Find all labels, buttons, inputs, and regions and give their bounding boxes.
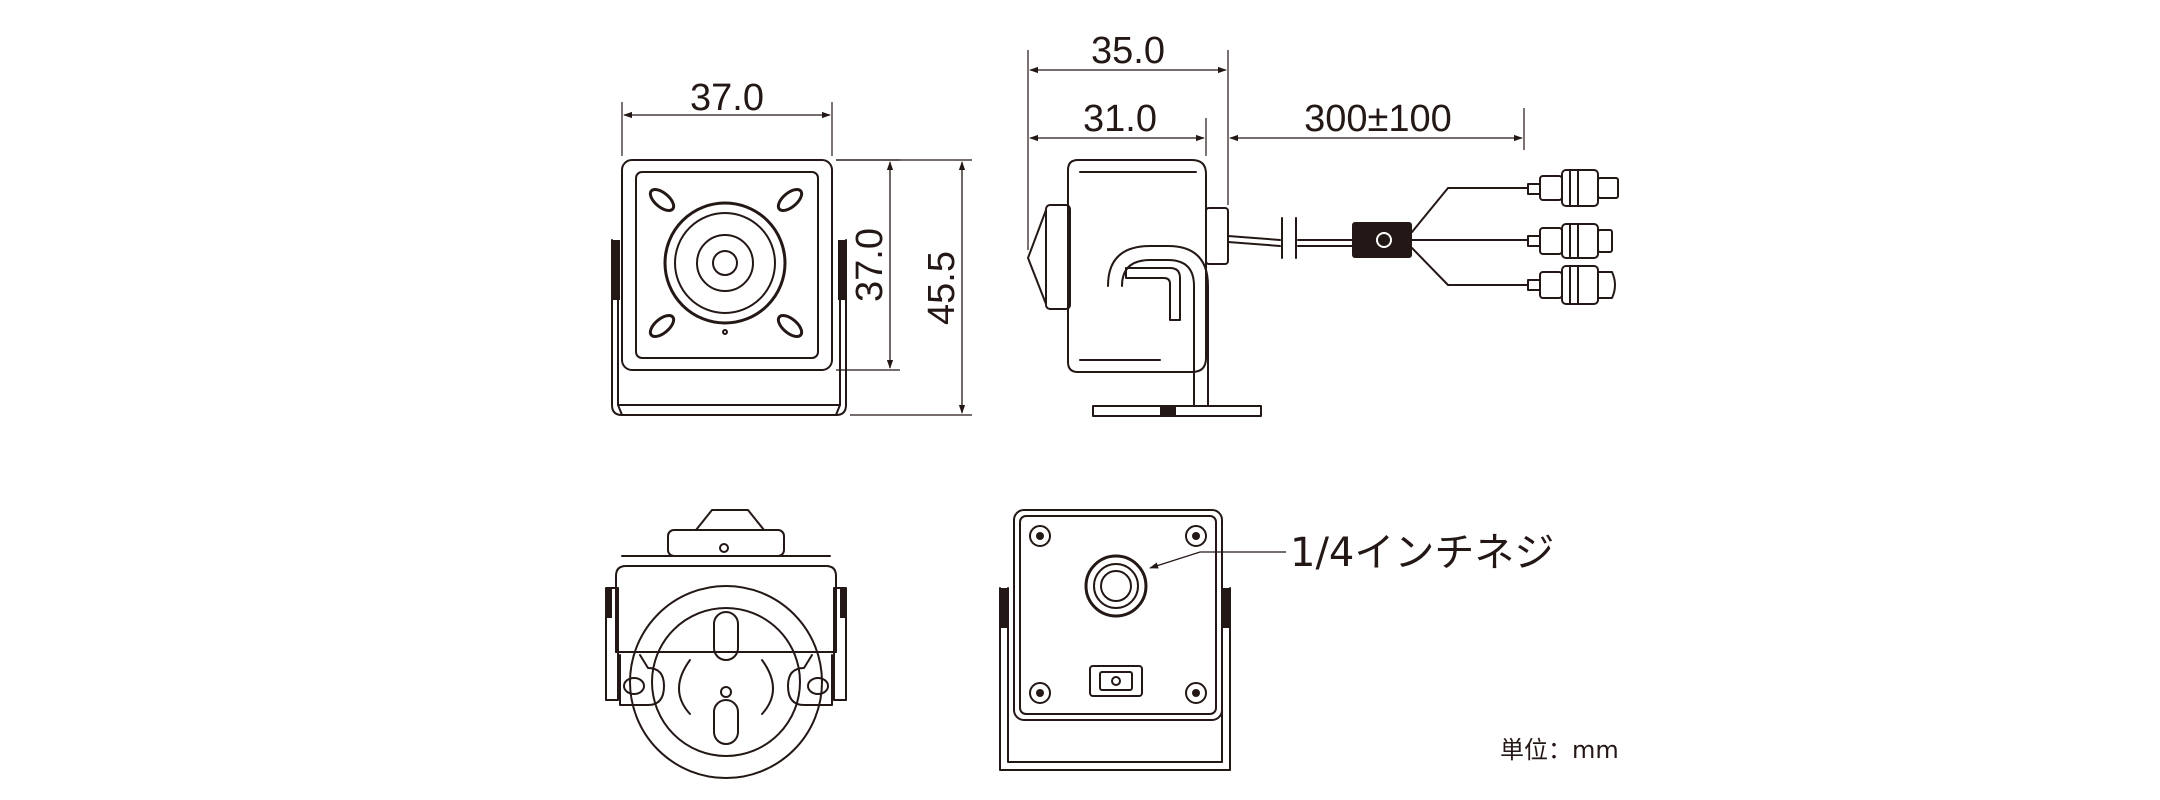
dim-side-total-depth: 35.0 (1091, 30, 1165, 72)
dim-front-width: 37.0 (690, 77, 764, 119)
back-switch-frame (1089, 665, 1143, 697)
rear-slot-top (713, 611, 739, 661)
rear-bracket-disc-outer (629, 585, 823, 779)
front-mic-hole (722, 329, 728, 335)
side-cable-1 (1227, 235, 1281, 241)
side-lens-cone (1027, 209, 1047, 305)
back-tripod-socket-outer (1084, 554, 1148, 618)
rear-bracket-ear-left (619, 654, 665, 706)
dim-front-total-height: 45.5 (921, 251, 963, 325)
back-tripod-socket-inner (1100, 570, 1132, 602)
leader-screw-mount (1149, 551, 1286, 569)
front-lens-pinhole (712, 250, 738, 276)
front-ir-led-top-left (648, 188, 676, 212)
side-base-weld (1160, 406, 1176, 416)
side-bracket-slot (1125, 267, 1181, 321)
side-cable-gland (1205, 207, 1229, 265)
label-screw-mount: 1/4インチネジ (1290, 530, 1554, 576)
side-cable-splitter (1352, 222, 1412, 258)
front-ir-led-bottom-right (776, 314, 804, 338)
dim-cable-length: 300±100 (1304, 98, 1452, 140)
back-screw-bottom-left (1029, 682, 1051, 704)
front-bracket (611, 239, 847, 416)
back-screw-bottom-right (1185, 682, 1207, 704)
front-bracket-tab-right (838, 240, 846, 300)
side-connector-bnc (1527, 169, 1619, 207)
front-lens-ring-inner (696, 234, 754, 292)
front-body-outer (621, 159, 833, 371)
label-unit: 単位：mm (1500, 736, 1619, 764)
rear-lens-tip (695, 509, 765, 531)
front-lens-ring-outer (663, 201, 787, 325)
side-body (1067, 159, 1207, 373)
side-connector-mid (1527, 223, 1613, 259)
rear-slot-right (761, 659, 774, 715)
side-base-plate (1092, 405, 1262, 417)
side-cable-branch-top (1411, 187, 1529, 233)
side-view: 35.0 31.0 300±100 (1027, 30, 1619, 417)
back-screw-top-left (1029, 525, 1051, 547)
front-lens-ring-mid (674, 212, 776, 314)
rear-bracket-ear-right (787, 654, 833, 706)
back-screw-top-right (1185, 525, 1207, 547)
side-bracket (1107, 245, 1209, 407)
back-view (999, 509, 1286, 771)
dim-side-body-depth: 31.0 (1083, 98, 1157, 140)
front-body-inner (635, 171, 819, 359)
rear-slot-bottom (713, 699, 739, 745)
front-view: 37.0 37.0 45.5 (611, 77, 972, 416)
rear-slot-left (678, 659, 691, 715)
back-plate-inner (1019, 515, 1217, 715)
side-cable-branch-bottom (1411, 247, 1529, 286)
back-plate-outer (1013, 509, 1223, 721)
rear-view (605, 509, 847, 779)
rear-bracket-disc-inner (651, 607, 801, 757)
side-lens-bezel (1045, 204, 1071, 310)
front-ir-led-top-right (776, 188, 804, 212)
side-connector-bottom (1527, 265, 1616, 305)
front-bracket-tab-left (612, 240, 620, 300)
back-tripod-socket-mid (1093, 563, 1139, 609)
dim-front-inner-height: 37.0 (849, 228, 891, 302)
front-ir-led-bottom-left (648, 314, 676, 338)
